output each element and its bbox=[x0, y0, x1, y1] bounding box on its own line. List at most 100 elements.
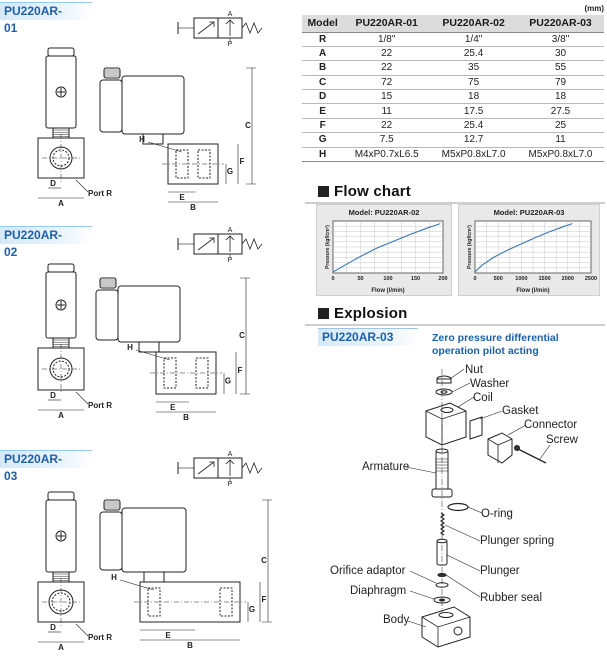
connector-edges bbox=[487, 438, 513, 463]
variant-tag-02: PU220AR-02 bbox=[0, 226, 92, 259]
leader-port bbox=[75, 623, 89, 637]
table-cell: 35 bbox=[430, 60, 518, 76]
table-cell: 75 bbox=[430, 75, 518, 91]
symbol-port-top: A bbox=[228, 11, 233, 18]
port-label: Port R bbox=[88, 189, 112, 198]
row-label: D bbox=[302, 89, 344, 105]
connector-cap bbox=[99, 277, 117, 289]
leader-screw bbox=[539, 444, 551, 460]
nut-side bbox=[142, 133, 164, 145]
leader-h bbox=[147, 141, 183, 153]
screw-head bbox=[514, 445, 520, 451]
table-cell: 22 bbox=[343, 60, 431, 76]
row-label: F bbox=[302, 118, 344, 134]
table-cell: 7.5 bbox=[343, 132, 431, 148]
table-cell: 22 bbox=[343, 118, 431, 134]
coil-bore bbox=[440, 407, 454, 413]
explosion-subtitle: Zero pressure differential operation pil… bbox=[432, 332, 559, 357]
dim-label-a: A bbox=[58, 643, 64, 652]
nut-side bbox=[143, 571, 165, 583]
chart-title: Model: PU220AR-03 bbox=[494, 208, 565, 217]
part-label-orifice-adaptor: Orifice adaptor bbox=[330, 565, 406, 577]
x-tick-label: 50 bbox=[357, 276, 363, 282]
dim-label-b: B bbox=[190, 203, 196, 212]
leader-port bbox=[75, 179, 89, 193]
connector-side bbox=[95, 289, 119, 341]
x-tick-label: 0 bbox=[473, 276, 476, 282]
dim-label-c: C bbox=[245, 121, 251, 130]
x-tick-label: 150 bbox=[411, 276, 420, 282]
body-icon bbox=[421, 606, 471, 648]
leader-plunger bbox=[446, 554, 481, 572]
leader-orifice-adaptor bbox=[409, 570, 437, 584]
dim-label-h: H bbox=[111, 573, 117, 582]
explosion-model-tag: PU220AR-03 bbox=[318, 328, 418, 346]
part-label-diaphragm: Diaphragm bbox=[350, 585, 407, 597]
leader-h bbox=[119, 579, 155, 591]
table-cell: 27.5 bbox=[517, 103, 604, 119]
leader-rubber-seal bbox=[445, 574, 481, 598]
table-cell: 3/8" bbox=[517, 32, 604, 47]
x-tick-label: 2000 bbox=[562, 276, 574, 282]
part-label-gasket: Gasket bbox=[502, 405, 539, 417]
dim-label-f: F bbox=[240, 157, 245, 166]
leader-port bbox=[75, 391, 89, 405]
leader-washer bbox=[451, 382, 471, 393]
coil-cap bbox=[47, 47, 75, 57]
row-label: R bbox=[302, 32, 344, 47]
leader-connector bbox=[507, 424, 527, 436]
leader-diaphragm bbox=[409, 590, 435, 600]
connector-side bbox=[99, 511, 123, 571]
dim-label-g: G bbox=[225, 377, 231, 386]
leader-gasket bbox=[479, 410, 503, 420]
body-bore bbox=[438, 612, 454, 618]
dim-label-d: D bbox=[50, 623, 56, 632]
dim-label-h: H bbox=[139, 135, 145, 144]
symbol-port-top: A bbox=[228, 451, 233, 458]
table-cell: 11 bbox=[517, 132, 604, 148]
variant-tag-03: PU220AR-03 bbox=[0, 450, 92, 483]
dim-label-d: D bbox=[50, 391, 56, 400]
x-axis-label: Flow (l/min) bbox=[516, 288, 549, 294]
port-label: Port R bbox=[88, 633, 112, 642]
unit-note: (mm) bbox=[584, 4, 604, 13]
table-cell: 25 bbox=[517, 118, 604, 134]
table-header-0: Model bbox=[302, 15, 344, 33]
dim-label-b: B bbox=[187, 641, 193, 650]
dim-label-d: D bbox=[50, 179, 56, 188]
table-cell: M4xP0.7xL6.5 bbox=[343, 147, 431, 163]
dim-label-f: F bbox=[238, 366, 243, 375]
washer-hole bbox=[440, 390, 448, 394]
part-label-body: Body bbox=[383, 614, 410, 626]
flow-curve bbox=[332, 223, 441, 273]
table-cell: 15 bbox=[343, 89, 431, 105]
x-tick-label: 1500 bbox=[538, 276, 550, 282]
leader-body bbox=[407, 620, 427, 628]
flow-chart-rule bbox=[305, 202, 605, 204]
dim-label-g: G bbox=[249, 605, 255, 614]
symbol-port-bottom: P bbox=[228, 481, 233, 488]
table-cell: 79 bbox=[517, 75, 604, 91]
spring-icon bbox=[241, 461, 263, 475]
leader-o-ring bbox=[467, 506, 483, 514]
x-tick-label: 100 bbox=[383, 276, 392, 282]
coil-side bbox=[121, 507, 187, 573]
symbol-port-bottom: P bbox=[228, 41, 233, 48]
symbol-arrow bbox=[197, 237, 215, 251]
screw-icon bbox=[517, 448, 547, 464]
dim-label-c: C bbox=[239, 331, 245, 340]
dim-label-a: A bbox=[58, 411, 64, 420]
coil-side bbox=[121, 75, 185, 135]
connector-cap bbox=[103, 499, 121, 511]
x-tick-label: 0 bbox=[331, 276, 334, 282]
